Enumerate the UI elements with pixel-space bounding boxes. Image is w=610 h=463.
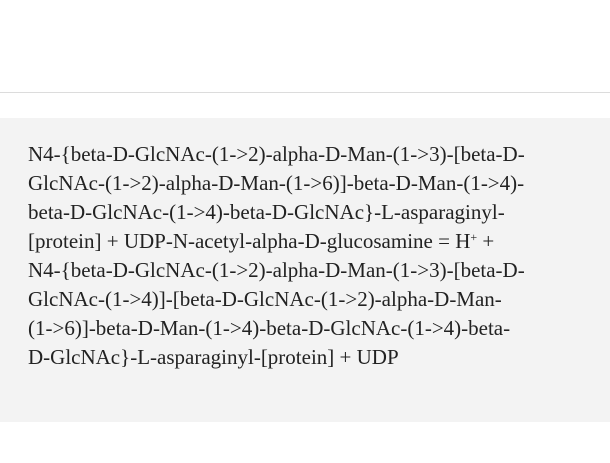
reaction-line-7: (1->6)]-beta-D-Man-(1->4)-beta-D-GlcNAc-… bbox=[28, 316, 511, 340]
reaction-line-4: [protein] + UDP-N-acetyl-alpha-D-glucosa… bbox=[28, 227, 603, 256]
reaction-line-2: GlcNAc-(1->2)-alpha-D-Man-(1->6)]-beta-D… bbox=[28, 171, 525, 195]
header-blank-area bbox=[0, 0, 610, 92]
reaction-equation: N4-{beta-D-GlcNAc-(1->2)-alpha-D-Man-(1-… bbox=[28, 140, 603, 372]
reaction-line-3: beta-D-GlcNAc-(1->4)-beta-D-GlcNAc}-L-as… bbox=[28, 200, 505, 224]
plus-sign: + bbox=[477, 229, 495, 253]
proton-charge: + bbox=[470, 230, 478, 244]
reaction-line-5: N4-{beta-D-GlcNAc-(1->2)-alpha-D-Man-(1-… bbox=[28, 258, 525, 282]
reaction-line-6: GlcNAc-(1->4)]-[beta-D-GlcNAc-(1->2)-alp… bbox=[28, 287, 502, 311]
reaction-line-1: N4-{beta-D-GlcNAc-(1->2)-alpha-D-Man-(1-… bbox=[28, 142, 525, 166]
reaction-line-8: D-GlcNAc}-L-asparaginyl-[protein] + UDP bbox=[28, 345, 399, 369]
reaction-line-4-text: [protein] + UDP-N-acetyl-alpha-D-glucosa… bbox=[28, 229, 471, 253]
section-divider bbox=[0, 92, 610, 93]
reaction-equation-panel: N4-{beta-D-GlcNAc-(1->2)-alpha-D-Man-(1-… bbox=[0, 118, 610, 422]
